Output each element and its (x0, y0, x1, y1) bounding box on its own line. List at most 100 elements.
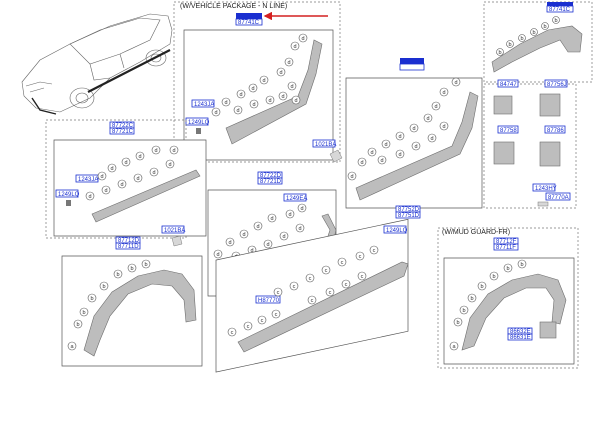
svg-text:d: d (216, 252, 219, 258)
svg-text:d: d (262, 78, 265, 84)
svg-text:d: d (228, 240, 231, 246)
part-number-text: 1243JA (78, 177, 98, 183)
part-tag-1021ba-low[interactable]: 1021BA (161, 225, 185, 234)
svg-text:d: d (360, 160, 363, 166)
rear-door-moulding-part[interactable] (355, 91, 479, 201)
svg-text:d: d (380, 158, 383, 164)
svg-text:b: b (554, 18, 557, 24)
part-tag-1243ja-top[interactable]: 1243JA (191, 99, 215, 108)
svg-text:b: b (130, 266, 133, 272)
part-tag-87742c-highlight[interactable]: 87741C (235, 13, 263, 26)
svg-text:c: c (275, 312, 278, 318)
svg-text:d: d (256, 224, 259, 230)
part-number-text: 87758 (500, 128, 517, 134)
mud-guard-part[interactable] (539, 321, 557, 339)
part-tag-1249ea[interactable]: 1249EA (283, 193, 307, 202)
part-tag-87752c-highlight[interactable] (399, 58, 425, 71)
panel-front-door-moulding (53, 139, 207, 237)
svg-text:d: d (279, 70, 282, 76)
svg-text:b: b (82, 310, 85, 316)
svg-text:b: b (470, 296, 473, 302)
n-line-rocker-part[interactable] (225, 39, 323, 145)
part-tag-87742c[interactable]: 87741C (546, 2, 574, 13)
part-number-text: 87721D (260, 179, 282, 185)
svg-text:d: d (398, 134, 401, 140)
rear-fender-flare-part[interactable] (491, 25, 583, 73)
svg-text:d: d (287, 60, 290, 66)
part-tag-87758[interactable]: 87758 (497, 125, 519, 134)
part-number-text: 1249LQ (386, 228, 408, 234)
svg-text:d: d (110, 166, 113, 172)
svg-text:b: b (520, 262, 523, 268)
part-number-text: 1249LQ (58, 192, 80, 198)
svg-text:d: d (434, 104, 437, 110)
part-tag-86632e[interactable]: 86632E 86631E (507, 327, 533, 341)
callout-circles-mud-guard: b b b b b b b a (449, 259, 527, 351)
svg-text:b: b (508, 42, 511, 48)
part-tag-87712d[interactable]: 87712D 87711D (115, 236, 141, 250)
svg-text:b: b (456, 320, 459, 326)
callout-circles-side-sill: c c c c c c c c c c c c c c c (227, 245, 379, 337)
svg-text:c: c (341, 260, 344, 266)
part-tag-1243ja-left[interactable]: 1243JA (75, 174, 99, 183)
svg-text:d: d (282, 234, 285, 240)
part-tag-87786[interactable]: 87786 (544, 125, 566, 134)
part-tag-84747[interactable]: 84747 (497, 79, 519, 88)
part-number-text: 1249EA (286, 196, 307, 202)
svg-text:d: d (300, 206, 303, 212)
svg-text:d: d (104, 188, 107, 194)
svg-text:d: d (350, 174, 353, 180)
side-sill-part[interactable] (237, 261, 409, 353)
svg-text:d: d (370, 150, 373, 156)
svg-text:d: d (124, 160, 127, 166)
svg-text:d: d (154, 148, 157, 154)
part-tag-87722c[interactable]: 87722C 87721C (109, 121, 135, 135)
part-tag-1249lq-low[interactable]: 1249LQ (383, 225, 408, 234)
svg-text:d: d (384, 142, 387, 148)
svg-text:d: d (426, 116, 429, 122)
svg-text:c: c (309, 276, 312, 282)
front-fender-flare-part[interactable] (83, 269, 197, 357)
svg-text:c: c (325, 268, 328, 274)
svg-text:d: d (398, 152, 401, 158)
svg-text:d: d (242, 232, 245, 238)
svg-text:d: d (251, 86, 254, 92)
part-number-text: 87786 (547, 128, 564, 134)
part-tag-87770a[interactable]: 87770A (545, 192, 571, 201)
svg-text:c: c (247, 324, 250, 330)
svg-text:d: d (290, 84, 293, 90)
clip-1021ba-icon (171, 235, 183, 247)
part-tag-87756j[interactable]: 87756J (544, 79, 568, 88)
svg-text:b: b (532, 30, 535, 36)
part-tag-1243hy[interactable]: 1243HY (532, 183, 557, 192)
svg-text:d: d (172, 148, 175, 154)
n-line-region (173, 1, 341, 163)
svg-text:d: d (88, 194, 91, 200)
svg-text:b: b (480, 284, 483, 290)
part-tag-1249lq-left[interactable]: 1249LQ (55, 189, 80, 198)
part-number-text: H87770 (258, 298, 280, 304)
svg-text:d: d (430, 136, 433, 142)
clip-1021ba-icon (329, 149, 343, 163)
svg-text:d: d (266, 242, 269, 248)
callout-circles-n-line: d d d d d d d d d d d d d d d (211, 33, 308, 117)
callout-circles-front-flare: b b b b b b b a (67, 259, 151, 351)
part-tag-87752d[interactable]: 87752D 87751D (395, 205, 421, 219)
svg-text:b: b (462, 308, 465, 314)
part-tag-87712f[interactable]: 87712F 87711F (493, 237, 519, 251)
svg-text:a: a (70, 344, 74, 350)
front-door-moulding-part[interactable] (91, 169, 201, 223)
part-tag-h87770[interactable]: H87770 (255, 295, 281, 304)
part-tag-1249lq-top[interactable]: 1249LQ (185, 117, 210, 126)
part-number-text: 87751D (398, 213, 420, 219)
part-number-text: 87756J (547, 82, 567, 88)
fastener-region (483, 83, 577, 209)
rear-upper-region (483, 1, 593, 83)
svg-text:d: d (442, 124, 445, 130)
part-tag-87722d[interactable]: 87722D 87721D (257, 171, 283, 185)
svg-text:d: d (412, 126, 415, 132)
part-number-text: 87711F (496, 245, 516, 251)
svg-text:d: d (288, 212, 291, 218)
callout-circles-front-door: d d d d d d d d d d d d (85, 145, 179, 201)
part-tag-1021ba-mid[interactable]: 1021BA (312, 139, 336, 148)
